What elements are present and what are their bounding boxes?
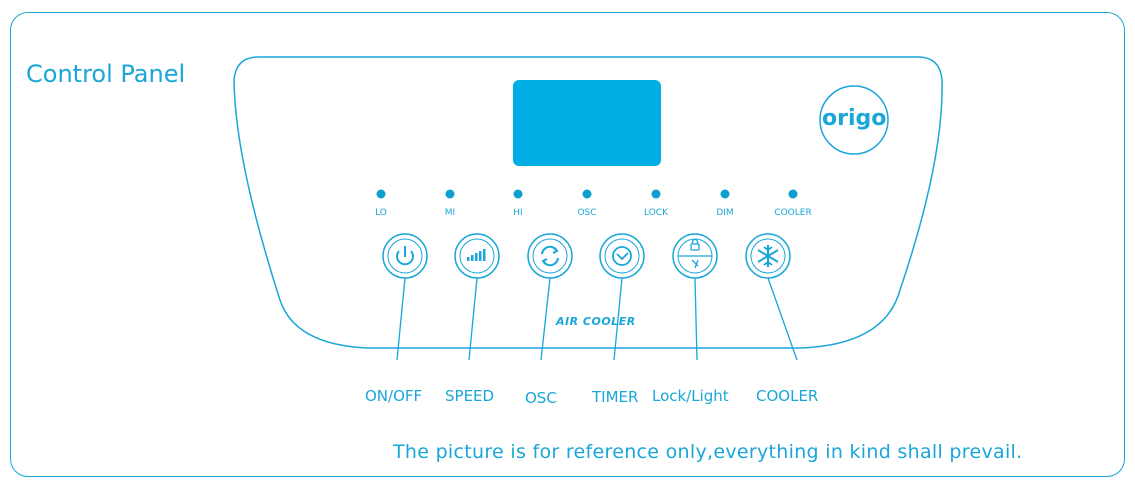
onoff-label: ON/OFF <box>365 387 423 405</box>
lock-light-icon <box>678 238 712 269</box>
indicator-dot-cooler <box>788 189 798 199</box>
indicator-dot-osc <box>582 189 592 199</box>
timer-label: TIMER <box>592 388 639 406</box>
indicator-dot-dim <box>720 189 730 199</box>
outer-frame <box>10 12 1125 477</box>
indicator-dot-hi <box>513 189 523 199</box>
indicator-label-lock: LOCK <box>644 208 668 218</box>
callout-lines <box>396 277 798 361</box>
page-title: Control Panel <box>26 60 186 88</box>
panel-outline <box>233 56 943 349</box>
signal-bars-icon <box>467 249 486 261</box>
indicator-label-dim: DIM <box>716 208 734 218</box>
cooler-button[interactable] <box>745 233 791 279</box>
indicator-label-osc: OSC <box>577 208 597 218</box>
product-mark: AIR COOLER <box>556 315 636 328</box>
timer-button[interactable] <box>599 233 645 279</box>
lock-light-label: Lock/Light <box>652 387 729 405</box>
indicator-label-hi: HI <box>513 208 523 218</box>
disclaimer-note: The picture is for reference only,everyt… <box>393 441 1023 463</box>
cooler-label: COOLER <box>756 387 819 405</box>
speed-button[interactable] <box>454 233 500 279</box>
onoff-button[interactable] <box>382 233 428 279</box>
lock-light-button[interactable] <box>672 233 718 279</box>
indicator-label-cooler: COOLER <box>774 208 812 218</box>
brand-logo: origo <box>822 106 887 131</box>
rotate-arrows-icon <box>541 245 559 267</box>
osc-button[interactable] <box>527 233 573 279</box>
snowflake-icon <box>757 245 779 267</box>
clock-icon <box>612 246 632 266</box>
indicator-label-mi: MI <box>444 208 456 218</box>
speed-label: SPEED <box>445 387 495 405</box>
osc-label: OSC <box>525 389 557 407</box>
lcd-display <box>513 80 661 166</box>
indicator-dot-lock <box>651 189 661 199</box>
power-icon <box>396 246 414 266</box>
indicator-dot-lo <box>376 189 386 199</box>
indicator-label-lo: LO <box>375 208 387 218</box>
logo-circle <box>819 85 889 155</box>
indicator-dot-mi <box>445 189 455 199</box>
